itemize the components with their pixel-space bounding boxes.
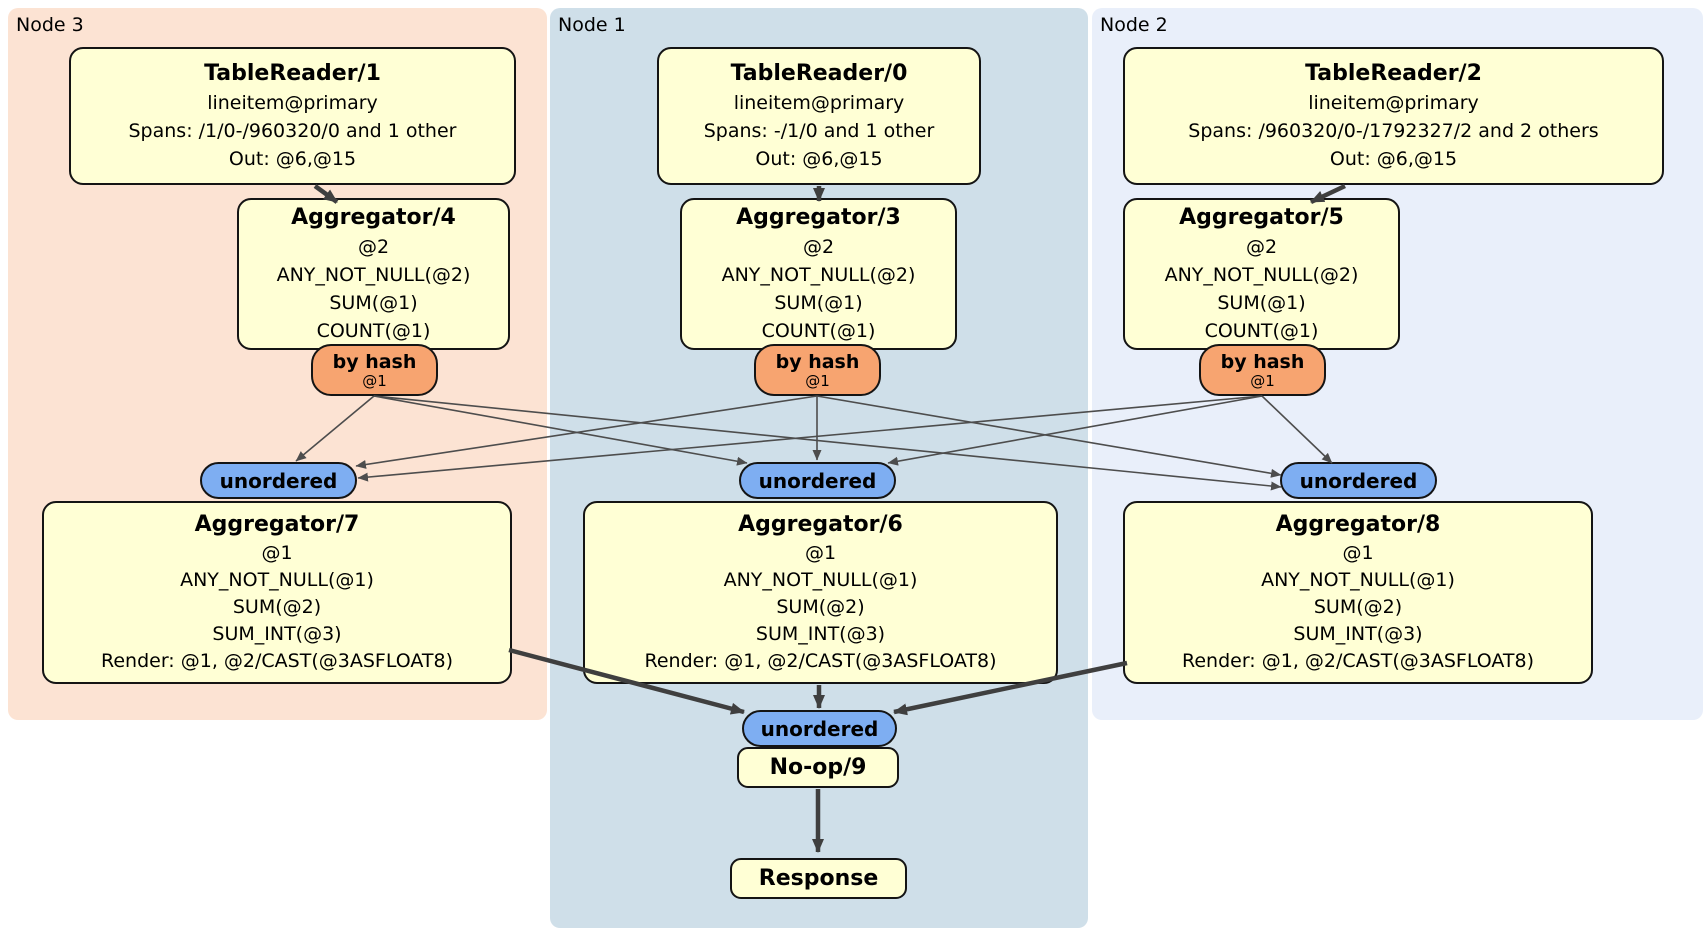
tablereader-0-index: lineitem@primary <box>733 92 905 114</box>
aggregator-7-box: Aggregator/7 @1 ANY_NOT_NULL(@1) SUM(@2)… <box>42 501 512 684</box>
aggregator-6-render: Render: @1, @2/CAST(@3ASFLOAT8) <box>644 650 997 672</box>
tablereader-2-index: lineitem@primary <box>1308 92 1479 114</box>
aggregator-7-fn: ANY_NOT_NULL(@1) <box>180 569 374 591</box>
response-title: Response <box>758 865 879 891</box>
tablereader-1-box: TableReader/1 lineitem@primary Spans: /1… <box>69 47 516 185</box>
aggregator-3-fn: COUNT(@1) <box>761 320 876 342</box>
aggregator-8-fn: SUM(@2) <box>1313 596 1403 618</box>
hash-router-4-label: by hash <box>332 350 417 373</box>
aggregator-7-group: @1 <box>261 542 293 564</box>
aggregator-4-fn: ANY_NOT_NULL(@2) <box>276 264 471 286</box>
aggregator-4-title: Aggregator/4 <box>291 205 456 230</box>
aggregator-6-fn: SUM_INT(@3) <box>755 623 886 645</box>
unordered-sync-9: unordered <box>742 710 897 747</box>
tablereader-1-out: Out: @6,@15 <box>228 148 357 170</box>
hash-router-5: by hash @1 <box>1199 344 1326 396</box>
hash-router-4: by hash @1 <box>311 344 438 396</box>
aggregator-3-box: Aggregator/3 @2 ANY_NOT_NULL(@2) SUM(@1)… <box>680 198 957 350</box>
aggregator-6-box: Aggregator/6 @1 ANY_NOT_NULL(@1) SUM(@2)… <box>583 501 1058 684</box>
aggregator-7-render: Render: @1, @2/CAST(@3ASFLOAT8) <box>101 650 453 672</box>
aggregator-8-fn: SUM_INT(@3) <box>1293 623 1423 645</box>
tablereader-0-spans: Spans: -/1/0 and 1 other <box>703 120 935 142</box>
aggregator-3-group: @2 <box>802 236 835 258</box>
aggregator-8-render: Render: @1, @2/CAST(@3ASFLOAT8) <box>1182 650 1534 672</box>
node2-label: Node 2 <box>1100 14 1168 36</box>
tablereader-2-out: Out: @6,@15 <box>1329 148 1458 170</box>
hash-router-5-label: by hash <box>1220 350 1305 373</box>
aggregator-6-fn: ANY_NOT_NULL(@1) <box>723 569 918 591</box>
aggregator-3-fn: SUM(@1) <box>774 292 863 314</box>
aggregator-7-fn: SUM_INT(@3) <box>212 623 342 645</box>
aggregator-4-box: Aggregator/4 @2 ANY_NOT_NULL(@2) SUM(@1)… <box>237 198 510 350</box>
aggregator-5-fn: COUNT(@1) <box>1204 320 1319 342</box>
aggregator-6-group: @1 <box>804 542 837 564</box>
aggregator-8-title: Aggregator/8 <box>1275 512 1441 537</box>
hash-router-3-label: by hash <box>775 350 860 373</box>
aggregator-7-title: Aggregator/7 <box>194 512 360 537</box>
aggregator-6-fn: SUM(@2) <box>776 596 865 618</box>
tablereader-1-title: TableReader/1 <box>204 61 381 86</box>
hash-router-3-detail: @1 <box>805 371 830 390</box>
tablereader-1-index: lineitem@primary <box>207 92 378 114</box>
aggregator-4-group: @2 <box>357 236 390 258</box>
tablereader-2-spans: Spans: /960320/0-/1792327/2 and 2 others <box>1188 120 1599 142</box>
hash-router-5-detail: @1 <box>1250 371 1275 390</box>
response-box: Response <box>730 858 907 899</box>
tablereader-1-spans: Spans: /1/0-/960320/0 and 1 other <box>128 120 457 142</box>
node1-label: Node 1 <box>558 14 626 36</box>
aggregator-8-box: Aggregator/8 @1 ANY_NOT_NULL(@1) SUM(@2)… <box>1123 501 1593 684</box>
aggregator-5-fn: SUM(@1) <box>1217 292 1306 314</box>
tablereader-0-title: TableReader/0 <box>730 61 908 86</box>
tablereader-2-box: TableReader/2 lineitem@primary Spans: /9… <box>1123 47 1664 185</box>
aggregator-5-group: @2 <box>1245 236 1278 258</box>
tablereader-0-out: Out: @6,@15 <box>755 148 883 170</box>
unordered-sync-6: unordered <box>739 462 896 499</box>
aggregator-3-title: Aggregator/3 <box>736 205 901 230</box>
unordered-sync-8: unordered <box>1280 462 1437 499</box>
aggregator-5-title: Aggregator/5 <box>1179 205 1344 230</box>
aggregator-4-fn: SUM(@1) <box>329 292 418 314</box>
aggregator-4-fn: COUNT(@1) <box>316 320 431 342</box>
aggregator-5-fn: ANY_NOT_NULL(@2) <box>1164 264 1359 286</box>
aggregator-8-group: @1 <box>1342 542 1374 564</box>
noop-9-box: No-op/9 <box>737 747 899 788</box>
tablereader-0-box: TableReader/0 lineitem@primary Spans: -/… <box>657 47 981 185</box>
hash-router-3: by hash @1 <box>754 344 881 396</box>
hash-router-4-detail: @1 <box>362 371 387 390</box>
node3-label: Node 3 <box>16 14 84 36</box>
noop-9-title: No-op/9 <box>769 754 867 780</box>
aggregator-7-fn: SUM(@2) <box>232 596 322 618</box>
tablereader-2-title: TableReader/2 <box>1305 61 1482 86</box>
unordered-sync-7: unordered <box>200 462 357 499</box>
aggregator-5-box: Aggregator/5 @2 ANY_NOT_NULL(@2) SUM(@1)… <box>1123 198 1400 350</box>
aggregator-8-fn: ANY_NOT_NULL(@1) <box>1261 569 1455 591</box>
aggregator-6-title: Aggregator/6 <box>738 512 903 537</box>
aggregator-3-fn: ANY_NOT_NULL(@2) <box>721 264 916 286</box>
